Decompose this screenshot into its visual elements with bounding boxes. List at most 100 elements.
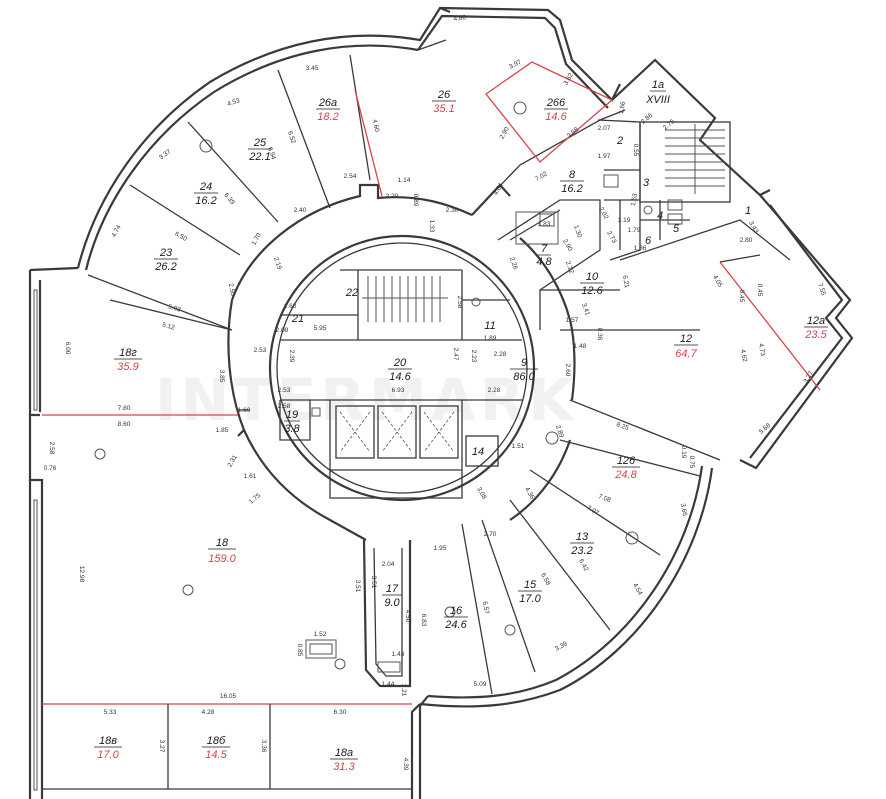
dimension: 3.08 <box>475 486 488 501</box>
dimension: 2.70 <box>484 531 497 538</box>
dimension: 2.28 <box>488 387 501 394</box>
room-label-25: 25 22.1 <box>248 137 272 163</box>
dimension: 6.00 <box>64 342 71 355</box>
dimension: 3.37 <box>158 148 173 161</box>
northeast-rooms <box>471 61 821 461</box>
dimension: 7.55 <box>816 282 827 297</box>
dimension: 6.58 <box>539 572 552 587</box>
room-label-14: 14 <box>472 446 484 458</box>
staircase-central <box>362 276 448 322</box>
dimension: 4.54 <box>631 582 644 597</box>
room-number: 22 <box>345 287 358 299</box>
dimension: 1.30 <box>572 224 583 239</box>
room-area: 159.0 <box>208 553 236 565</box>
dimension: 1.83 <box>538 221 551 228</box>
room-label-18b: 18б 14.5 <box>202 735 230 761</box>
dimension: 1.85 <box>216 427 229 434</box>
room-number: 23 <box>159 247 173 259</box>
dimension: 0.85 <box>296 644 303 657</box>
dimension: 2.07 <box>598 125 611 132</box>
room-number: 20 <box>393 357 407 369</box>
room-label-3: 3 <box>643 177 650 189</box>
dimension: 7.80 <box>118 405 131 412</box>
dimension: 3.62 <box>563 72 576 87</box>
room-number: 7 <box>541 243 548 255</box>
room-label-26: 26 35.1 <box>432 89 456 115</box>
room-label-15: 15 17.0 <box>518 579 542 605</box>
dimension: 0.89 <box>412 194 419 207</box>
dimension: 3.51 <box>370 576 377 589</box>
room-number: 18 <box>216 537 229 549</box>
room-area: 64.7 <box>675 348 697 360</box>
dimension: 3.41 <box>580 302 591 317</box>
room-area: 35.9 <box>117 361 138 373</box>
room-label-7: 7 4.8 <box>536 243 552 268</box>
dimension: 1.19 <box>618 217 631 224</box>
room-label-11: 11 <box>484 320 495 332</box>
dimension: 6.83 <box>420 614 427 627</box>
room-label-266: 266 14.6 <box>544 97 568 123</box>
dimension: 1.57 <box>566 317 579 324</box>
dimension: 2.53 <box>278 387 291 394</box>
room-number: 1 <box>745 205 751 217</box>
dimension: 3.58 <box>566 126 580 140</box>
room-label-18v: 18в 17.0 <box>94 735 122 761</box>
room-number: 13 <box>576 531 589 543</box>
dimension: 2.02 <box>597 206 610 221</box>
dimension: 3.66 <box>679 503 688 517</box>
dimension: 0.55 <box>632 144 639 157</box>
room-number: 1a <box>652 79 664 91</box>
room-label-6: 6 <box>645 235 652 247</box>
room-area: 23.2 <box>570 545 592 557</box>
room-number: 126 <box>617 455 636 467</box>
room-area: 16.2 <box>561 183 582 195</box>
dimension: 2.90 <box>499 126 512 141</box>
room-17-walls <box>362 539 412 688</box>
dimension: 2.12 <box>564 260 575 275</box>
room-number: 5 <box>673 223 680 235</box>
dimension: 4.62 <box>739 349 748 363</box>
dimension: 5.68 <box>758 422 772 436</box>
southeast-rooms <box>444 431 701 695</box>
dimension: 0.19 <box>680 446 687 459</box>
room-number: 25 <box>253 137 267 149</box>
dimension: 3.36 <box>260 740 267 753</box>
room-area: 16.2 <box>195 195 216 207</box>
room-area: 14.6 <box>545 111 567 123</box>
dimension: 2.58 <box>278 403 291 410</box>
room-label-1a: 1a XVIII <box>645 79 670 106</box>
room-number: 2 <box>616 135 623 147</box>
dimension: 1.48 <box>574 343 587 350</box>
dimension: 6.94 <box>266 146 277 161</box>
west-rooms <box>42 139 412 789</box>
room-area: 14.5 <box>205 749 227 761</box>
dimension: 1.79 <box>628 227 641 234</box>
dimension: 2.26 <box>508 256 519 271</box>
dimension: 4.53 <box>226 97 241 108</box>
dimension: 6.93 <box>392 387 405 394</box>
dimension: 1.97 <box>598 153 611 160</box>
room-number: 12a <box>807 315 825 327</box>
room-number: 26 <box>437 89 451 101</box>
dimension: 1.21 <box>400 684 407 697</box>
dimension: 5.33 <box>104 709 117 716</box>
dimension: 6.30 <box>334 709 347 716</box>
dimension: 2.47 <box>452 348 459 361</box>
room-area: 12.6 <box>581 285 603 297</box>
dimension: 2.23 <box>470 350 477 363</box>
dimension: 1.95 <box>434 545 447 552</box>
dimension: 1.70 <box>251 232 264 247</box>
room-label-24: 24 16.2 <box>194 181 218 207</box>
room-label-1: 1 <box>745 205 751 217</box>
dimension: 1.53 <box>630 193 639 207</box>
dimension: 2.40 <box>294 207 307 214</box>
room-label-18g: 18г 35.9 <box>114 347 142 373</box>
dimension: 7.02 <box>534 170 549 183</box>
dimension: 5.03 <box>167 304 181 314</box>
room-number: 18в <box>99 735 117 747</box>
room-number: 4 <box>657 210 663 222</box>
dimension: 6.21 <box>621 275 630 289</box>
dimension: 2.20 <box>386 193 399 200</box>
dimension: 1.43 <box>392 651 405 658</box>
